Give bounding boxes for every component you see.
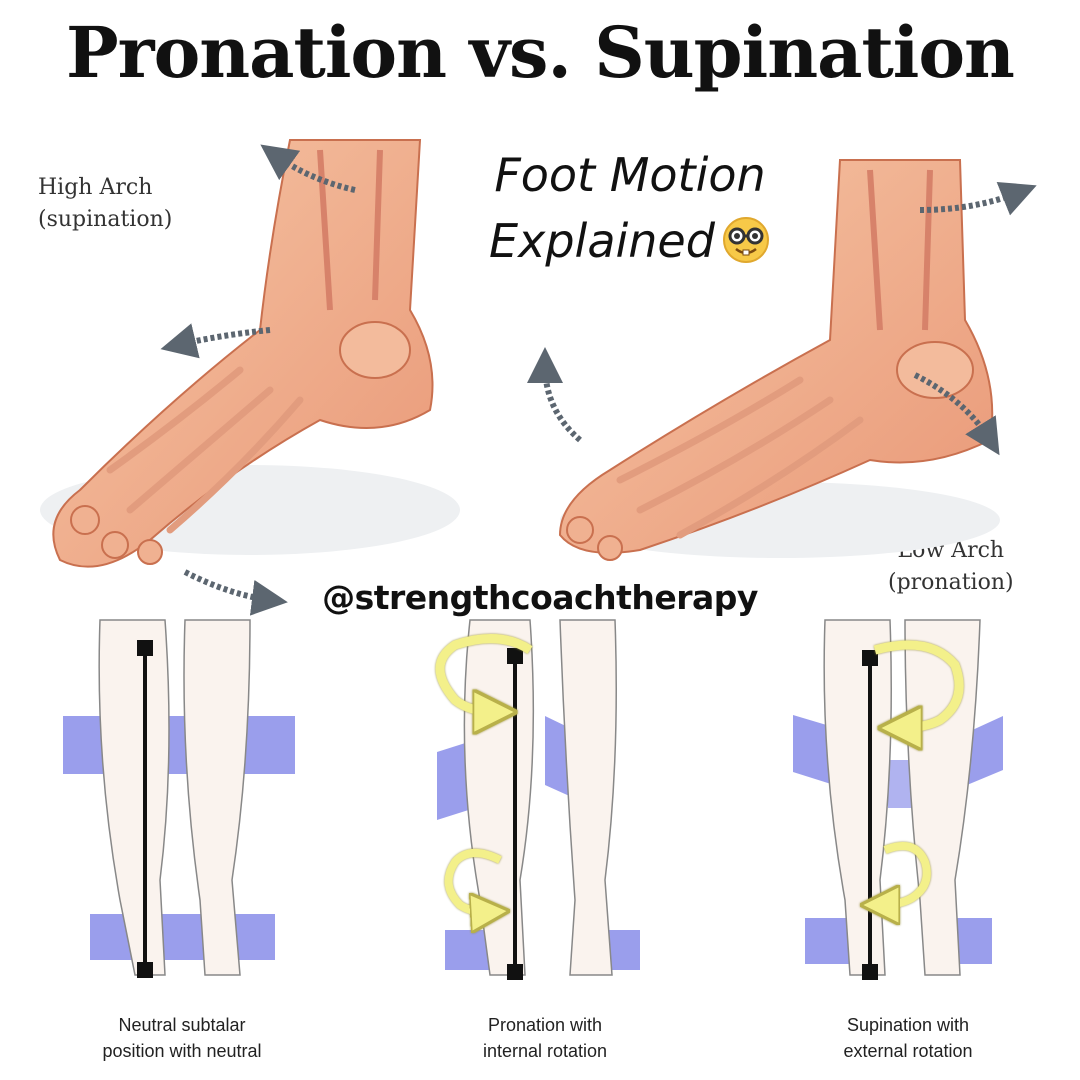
arrow-ankle-right (919, 181, 1037, 216)
caption-supination-line-2: external rotation (843, 1041, 973, 1061)
arrow-ankle-left (260, 144, 356, 193)
arrow-toe-left (183, 569, 288, 616)
high-arch-label-sub: (supination) (38, 207, 173, 232)
high-arch-label-text: High Arch (38, 175, 153, 200)
high-arch-label: High Arch (supination) (38, 172, 172, 236)
low-arch-foot (558, 159, 1000, 561)
caption-neutral-line-1: Neutral subtalar (118, 1015, 246, 1035)
caption-neutral: Neutral subtalar position with neutral (32, 1012, 332, 1064)
subtitle-line-2: Explained (489, 214, 715, 268)
main-title: Pronation vs. Supination (66, 11, 1015, 94)
caption-pronation: Pronation with internal rotation (395, 1012, 695, 1064)
social-handle: @strengthcoachtherapy (322, 578, 758, 617)
arrow-midfoot-left (160, 323, 271, 359)
leg-diagram-pronation (435, 619, 640, 980)
nerd-face-icon (722, 217, 769, 263)
caption-neutral-line-2: position with neutral (102, 1041, 262, 1061)
caption-supination-line-1: Supination with (846, 1015, 970, 1035)
leg-diagram-supination (793, 619, 1003, 980)
knee-plane (63, 716, 295, 774)
high-arch-foot (40, 139, 460, 568)
caption-pronation-line-1: Pronation with (487, 1015, 603, 1035)
subtitle-line-1: Foot Motion (494, 148, 766, 202)
ankle-plane (90, 914, 275, 960)
caption-supination: Supination with external rotation (758, 1012, 1058, 1064)
arrow-heel-right (913, 372, 1000, 456)
motion-arrows (160, 144, 1037, 616)
arrow-forefoot-right (527, 347, 582, 443)
low-arch-label-sub: (pronation) (888, 570, 1014, 595)
subtitle: Foot Motion Explained (470, 142, 790, 274)
leg-diagram-neutral (63, 619, 295, 978)
caption-pronation-line-2: internal rotation (482, 1041, 608, 1061)
